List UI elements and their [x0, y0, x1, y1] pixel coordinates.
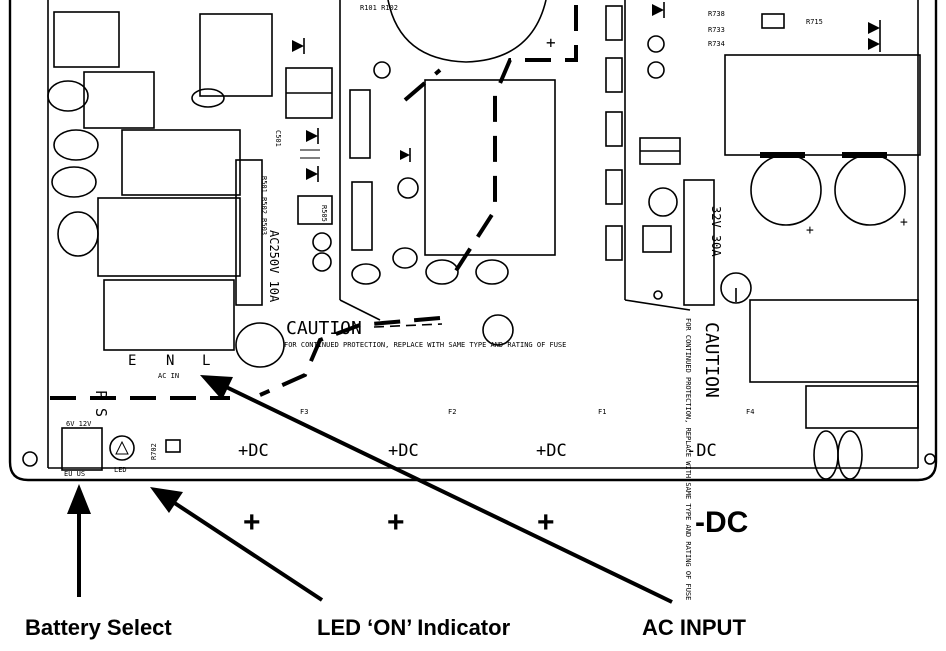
svg-text:R734: R734 — [708, 40, 725, 48]
plus-label-2: + — [387, 506, 405, 539]
diode-icon — [292, 38, 305, 54]
diode-icon — [306, 128, 319, 144]
diode-icon — [306, 166, 319, 182]
minus-dc-label: -DC — [695, 506, 748, 539]
ps-label: P S — [92, 390, 110, 417]
svg-text:+: + — [900, 215, 908, 230]
caution-left-block: CAUTION FOR CONTINUED PROTECTION, REPLAC… — [284, 318, 566, 349]
fuse-labels: F3 F2 F1 F4 — [300, 408, 754, 416]
caution-left-label: CAUTION — [286, 318, 362, 339]
board-outline — [8, 0, 938, 482]
diode-icon — [652, 2, 665, 18]
dc-terminal-2: +DC — [388, 441, 419, 461]
plus-label-1: + — [243, 506, 261, 539]
dc-terminal-3: +DC — [536, 441, 567, 461]
svg-text:R715: R715 — [806, 18, 823, 26]
resistor-r: R702 — [150, 439, 181, 460]
dc-terminal-1: +DC — [238, 441, 269, 461]
right-components: + + R738 R733 R734 R715 32V 30A — [605, 0, 921, 480]
svg-text:6V 12V: 6V 12V — [66, 420, 92, 428]
dc-terminals: +DC +DC +DC -DC — [238, 441, 717, 461]
terminal-e-label: E — [128, 353, 136, 369]
fuse-label-f2: F2 — [448, 408, 456, 416]
caution-left-note: FOR CONTINUED PROTECTION, REPLACE WITH S… — [284, 341, 566, 349]
plus-label-3: + — [537, 506, 555, 539]
isolation-boundary — [50, 5, 578, 400]
fuse-label-f3: F3 — [300, 408, 308, 416]
left-components: R501 R502 R503 C501 R505 — [47, 0, 381, 368]
caution-right-note: FOR CONTINUED PROTECTION, REPLACE WITH S… — [684, 318, 692, 600]
arrow-battery-select — [67, 484, 91, 597]
main-capacitor: + — [387, 0, 556, 63]
ac-terminals: E N L AC IN — [128, 353, 210, 380]
svg-text:+: + — [546, 33, 556, 52]
fuse-rating-dc: 32V 30A — [709, 206, 723, 257]
diode-icon — [868, 20, 881, 36]
led-label: LED — [114, 466, 127, 474]
fuse-rating-ac: AC250V 10A — [267, 230, 281, 303]
caution-right-block: CAUTION FOR CONTINUED PROTECTION, REPLAC… — [684, 318, 722, 600]
svg-text:R501 R502 R503: R501 R502 R503 — [260, 176, 268, 235]
fuse-label-f4: F4 — [746, 408, 754, 416]
transformer: R101 R102 — [349, 4, 556, 346]
svg-text:R733: R733 — [708, 26, 725, 34]
ac-in-label: AC IN — [158, 372, 179, 380]
svg-text:R702: R702 — [150, 443, 158, 460]
arrow-led-indicator — [150, 487, 324, 602]
led-on-indicator-label: LED ‘ON’ Indicator — [317, 615, 511, 640]
battery-select-label: Battery Select — [25, 615, 172, 640]
svg-text:R505: R505 — [320, 205, 328, 222]
battery-select-switch: EU US 6V 12V — [61, 420, 103, 478]
svg-text:R101 R102: R101 R102 — [360, 4, 398, 12]
svg-text:R738: R738 — [708, 10, 725, 18]
terminal-n-label: N — [166, 353, 174, 369]
arrow-ac-input — [200, 375, 673, 604]
diode-icon — [868, 36, 881, 52]
svg-text:P S: P S — [92, 390, 110, 417]
svg-text:C501: C501 — [274, 130, 282, 147]
fuse-label-f1: F1 — [598, 408, 606, 416]
svg-text:+: + — [806, 223, 814, 238]
terminal-l-label: L — [202, 353, 210, 369]
diode-icon — [400, 148, 411, 162]
ac-input-label: AC INPUT — [642, 615, 746, 640]
led-indicator: LED — [109, 435, 135, 474]
caution-right-label: CAUTION — [701, 322, 722, 398]
svg-text:EU US: EU US — [64, 470, 85, 478]
dc-terminal-4: -DC — [686, 441, 717, 461]
